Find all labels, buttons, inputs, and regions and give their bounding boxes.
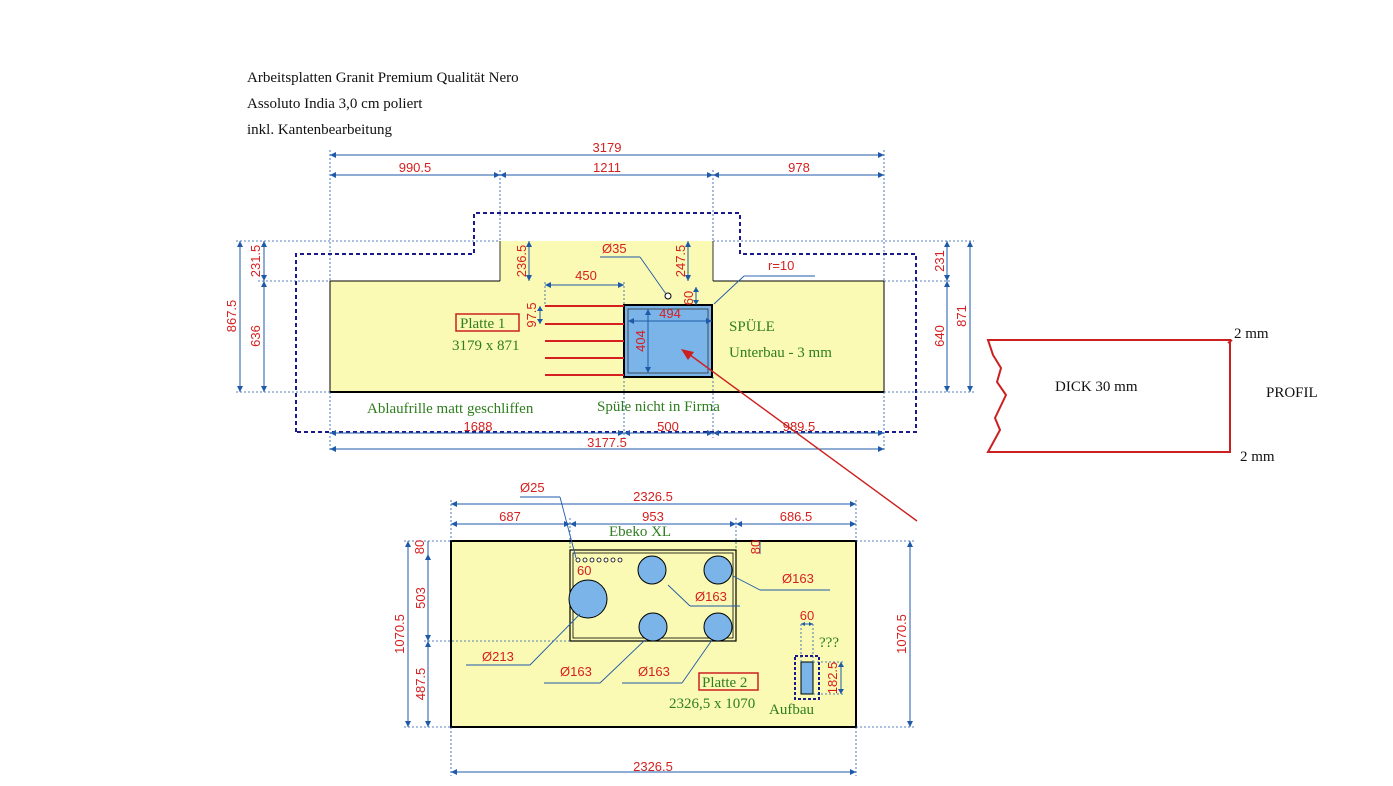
slab2-size: 2326,5 x 1070	[669, 696, 755, 712]
socket-note: ???	[819, 635, 839, 651]
slab2: Ebeko XL Platte 2 2326,5 x 1070 Aufbau ?…	[392, 480, 914, 776]
dim-drain-off: 97.5	[524, 302, 539, 327]
dim2-hob-off: 60	[577, 563, 591, 578]
sink-firm-note: Spüle nicht in Firma	[597, 399, 720, 415]
dim2-socket-h: 182.5	[825, 662, 840, 695]
slab2-socket-dimensions: 60 182.5	[800, 608, 845, 695]
burner-icon	[638, 612, 668, 642]
dim2-top-left-off: 80	[412, 540, 427, 554]
dim-bottom-right: 989.5	[783, 419, 816, 434]
dim2-seg-left: 687	[499, 509, 521, 524]
header: Arbeitsplatten Granit Premium Qualität N…	[247, 70, 519, 138]
dim-right-total: 871	[954, 305, 969, 327]
header-line3: inkl. Kantenbearbeitung	[247, 122, 392, 138]
sink-note: Unterbau - 3 mm	[729, 345, 832, 361]
dim2-left-upper: 503	[413, 587, 428, 609]
dim-seg-right: 978	[788, 160, 810, 175]
burner-large-icon	[568, 579, 608, 619]
dim-left-lower: 636	[248, 325, 263, 347]
dim-radius: r=10	[768, 258, 794, 273]
dim2-burner-large: Ø213	[482, 649, 514, 664]
socket-outline	[794, 655, 820, 700]
dim-left-upper: 231.5	[248, 245, 263, 278]
slab2-hob-annotations: 60 Ø25 Ø213 Ø163 Ø163 Ø163 Ø163	[466, 480, 830, 684]
knob-holes	[575, 557, 623, 563]
arrow-head-icon	[681, 349, 694, 360]
dim2-left-lower: 487.5	[413, 668, 428, 701]
dim2-seg-right: 686.5	[780, 509, 813, 524]
dim-bottom-left: 1688	[464, 419, 493, 434]
dim-total-top: 3179	[593, 140, 622, 155]
slab1-left-dimensions: 867.5 231.5 636	[224, 240, 500, 393]
dim-seg-mid: 1211	[593, 160, 621, 175]
slab1-bottom-dimensions: 1688 500 989.5 3177.5	[329, 377, 885, 452]
dim-right-lower: 640	[932, 325, 947, 347]
dim-drain-len: 450	[575, 268, 597, 283]
header-line1: Arbeitsplatten Granit Premium Qualität N…	[247, 70, 519, 86]
dim-notch-right: 247.5	[673, 245, 688, 278]
drain-note: Ablaufrille matt geschliffen	[367, 401, 534, 417]
dim-total-bottom: 3177.5	[587, 435, 627, 450]
slab1: Platte 1 3179 x 871 SPÜLE Unterbau - 3 m…	[224, 140, 974, 522]
slab2-left-dimensions: 1070.5 503 487.5 80	[392, 540, 570, 728]
dim2-burner-b: Ø163	[638, 664, 670, 679]
slab1-size: 3179 x 871	[452, 338, 520, 354]
sink-label: SPÜLE	[729, 318, 775, 335]
profile-outline	[986, 339, 1231, 453]
dim-bottom-mid: 500	[657, 419, 679, 434]
burner-icon	[703, 555, 733, 585]
slab1-label: Platte 1	[460, 316, 505, 332]
slab1-notch-dimensions: 236.5 247.5	[514, 241, 691, 281]
dim-sink-off: 60	[681, 291, 696, 305]
burners	[568, 555, 733, 642]
slab1-top-dimensions: 3179 990.5 1211 978	[329, 140, 885, 281]
slab1-right-dimensions: 231 640 871	[713, 240, 974, 393]
dim-sink-w: 494	[659, 306, 681, 321]
dim2-left-total: 1070.5	[392, 614, 407, 654]
burner-icon	[637, 555, 667, 585]
profile-edge-top: 2 mm	[1234, 326, 1269, 342]
profile-edge-bottom: 2 mm	[1240, 449, 1275, 465]
dim-sink-h: 404	[633, 330, 648, 352]
slab2-right-dimensions: 1070.5 80	[748, 540, 914, 728]
reference-arrow	[685, 351, 918, 522]
socket-label: Aufbau	[769, 702, 814, 718]
dim2-burner-c: Ø163	[695, 589, 727, 604]
slab1-body	[329, 280, 885, 393]
profile-title: PROFIL	[1266, 385, 1318, 401]
dim2-right-total: 1070.5	[894, 614, 909, 654]
slab1-label-box	[455, 313, 520, 332]
slab1-notch	[500, 241, 713, 282]
tap-hole-icon	[664, 292, 672, 300]
slab2-label-box	[698, 672, 759, 691]
dim2-total-top: 2326.5	[633, 489, 673, 504]
dim2-total-bottom: 2326.5	[633, 759, 673, 774]
slab2-bottom-dimensions: 2326.5	[450, 727, 857, 776]
dim-left-total: 867.5	[224, 300, 239, 333]
slab1-annotations: Ø35 r=10 450 97.5 494 404	[524, 241, 815, 373]
dim2-knob-hole: Ø25	[520, 480, 545, 495]
profile: DICK 30 mm 2 mm 2 mm PROFIL	[986, 326, 1318, 465]
slab2-label: Platte 2	[702, 675, 747, 691]
hob-label: Ebeko XL	[609, 524, 671, 540]
burner-icon	[703, 612, 733, 642]
header-line2: Assoluto India 3,0 cm poliert	[247, 96, 423, 112]
dim-right-upper: 231	[932, 250, 947, 272]
dim2-socket-w: 60	[800, 608, 814, 623]
dim2-burner-a: Ø163	[560, 664, 592, 679]
socket-cutout	[800, 661, 814, 695]
dim-hole: Ø35	[602, 241, 627, 256]
dim2-top-right-off: 80	[748, 540, 763, 554]
profile-thickness: DICK 30 mm	[1055, 379, 1138, 395]
dim2-seg-mid: 953	[642, 509, 664, 524]
slab2-top-dimensions: 2326.5 687 953 686.5	[450, 489, 857, 550]
drain-grooves	[545, 305, 624, 376]
dim2-burner-d: Ø163	[782, 571, 814, 586]
dim-notch-left: 236.5	[514, 245, 529, 278]
dim-seg-left: 990.5	[399, 160, 432, 175]
